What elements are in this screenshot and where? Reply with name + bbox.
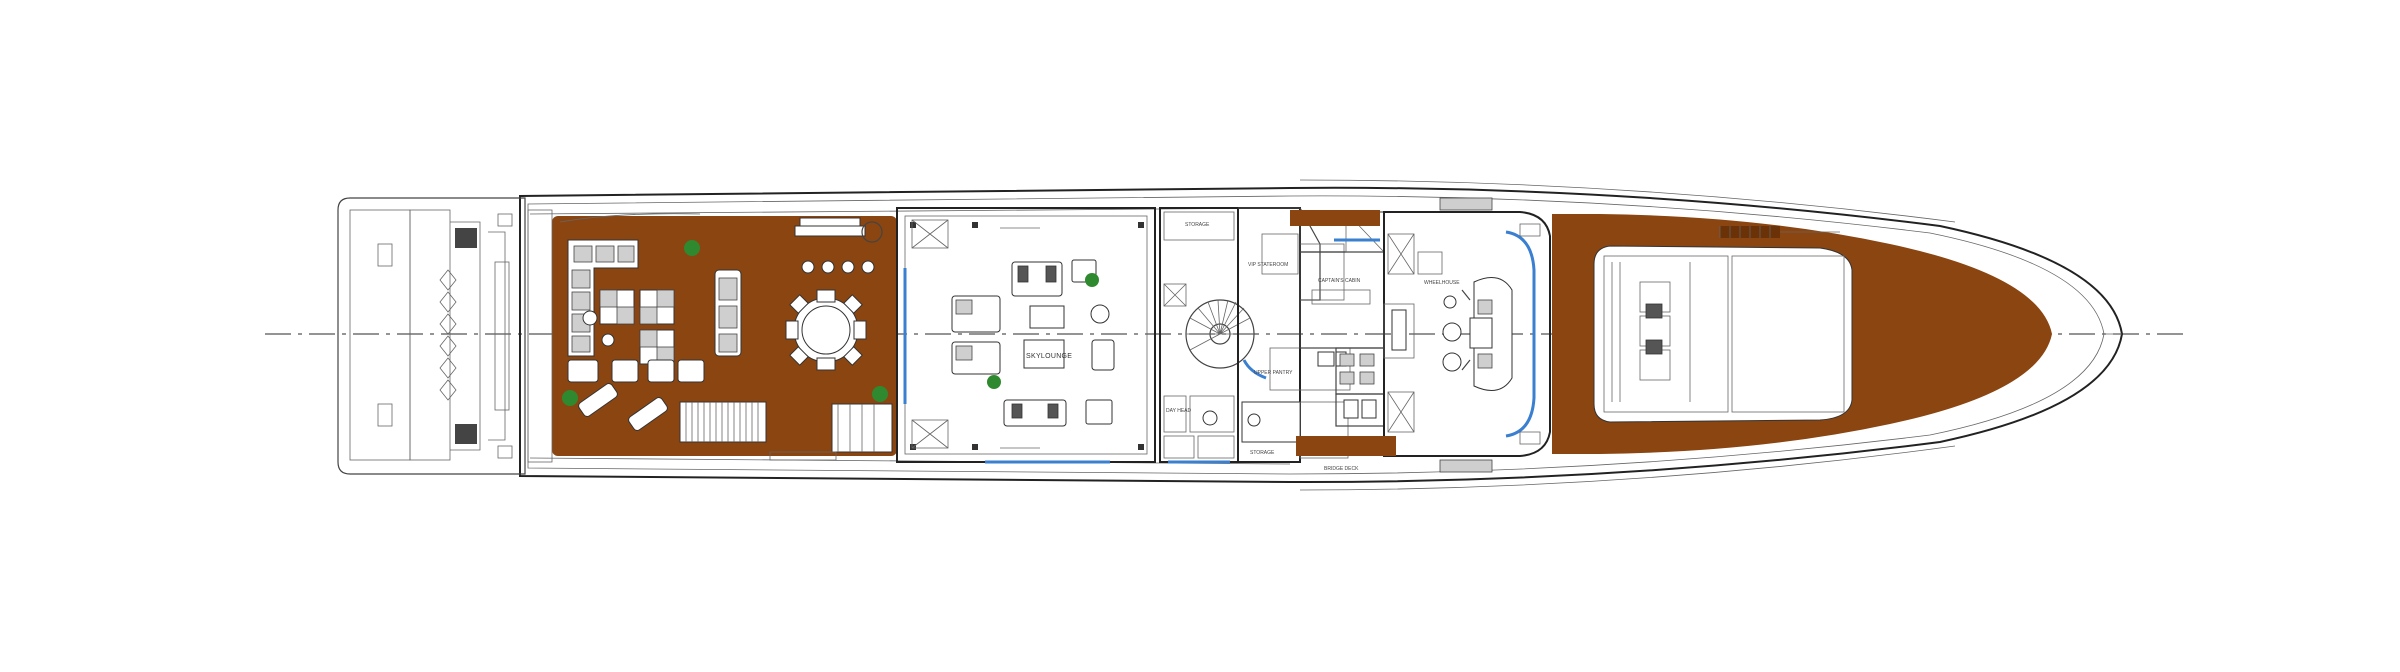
tender-cradle (1593, 245, 1853, 423)
room-label-captain-cabin: CAPTAIN'S CABIN (1318, 278, 1361, 284)
plant-icon (684, 240, 700, 256)
room-label-storage-bottom: STORAGE (1250, 450, 1275, 456)
lobby: STORAGE DAY HEAD (1159, 207, 1267, 464)
plant-icon (1085, 273, 1099, 287)
foredeck (1552, 214, 2052, 454)
skylounge: SKYLOUNGE (896, 207, 1156, 464)
room-label-wheelhouse: WHEELHOUSE (1424, 280, 1460, 286)
stairs-down (679, 401, 767, 443)
plant-icon (872, 386, 888, 402)
plant-icon (987, 375, 1001, 389)
room-label-storage-top: STORAGE (1185, 222, 1210, 228)
room-label-upper-pantry: UPPER PANTRY (1254, 370, 1293, 376)
room-label-skylounge: SKYLOUNGE (1026, 353, 1072, 360)
wing-decks (1290, 197, 1493, 473)
room-label-vip-stateroom: VIP STATEROOM (1248, 262, 1288, 268)
aft-deck (527, 209, 897, 463)
spiral-staircase (1185, 299, 1267, 380)
coffee-table-checker (599, 289, 675, 365)
vip-stateroom-block: VIP STATEROOM UPPER PANTRY STORAGE (1237, 207, 1351, 463)
room-label-bridge-deck: BRIDGE DECK (1324, 466, 1359, 472)
dining-table (785, 289, 867, 371)
room-label-day-head: DAY HEAD (1166, 408, 1191, 414)
wheelhouse: WHEELHOUSE (1383, 211, 1551, 457)
plant-icon (562, 390, 578, 406)
aft-platform (337, 197, 526, 475)
